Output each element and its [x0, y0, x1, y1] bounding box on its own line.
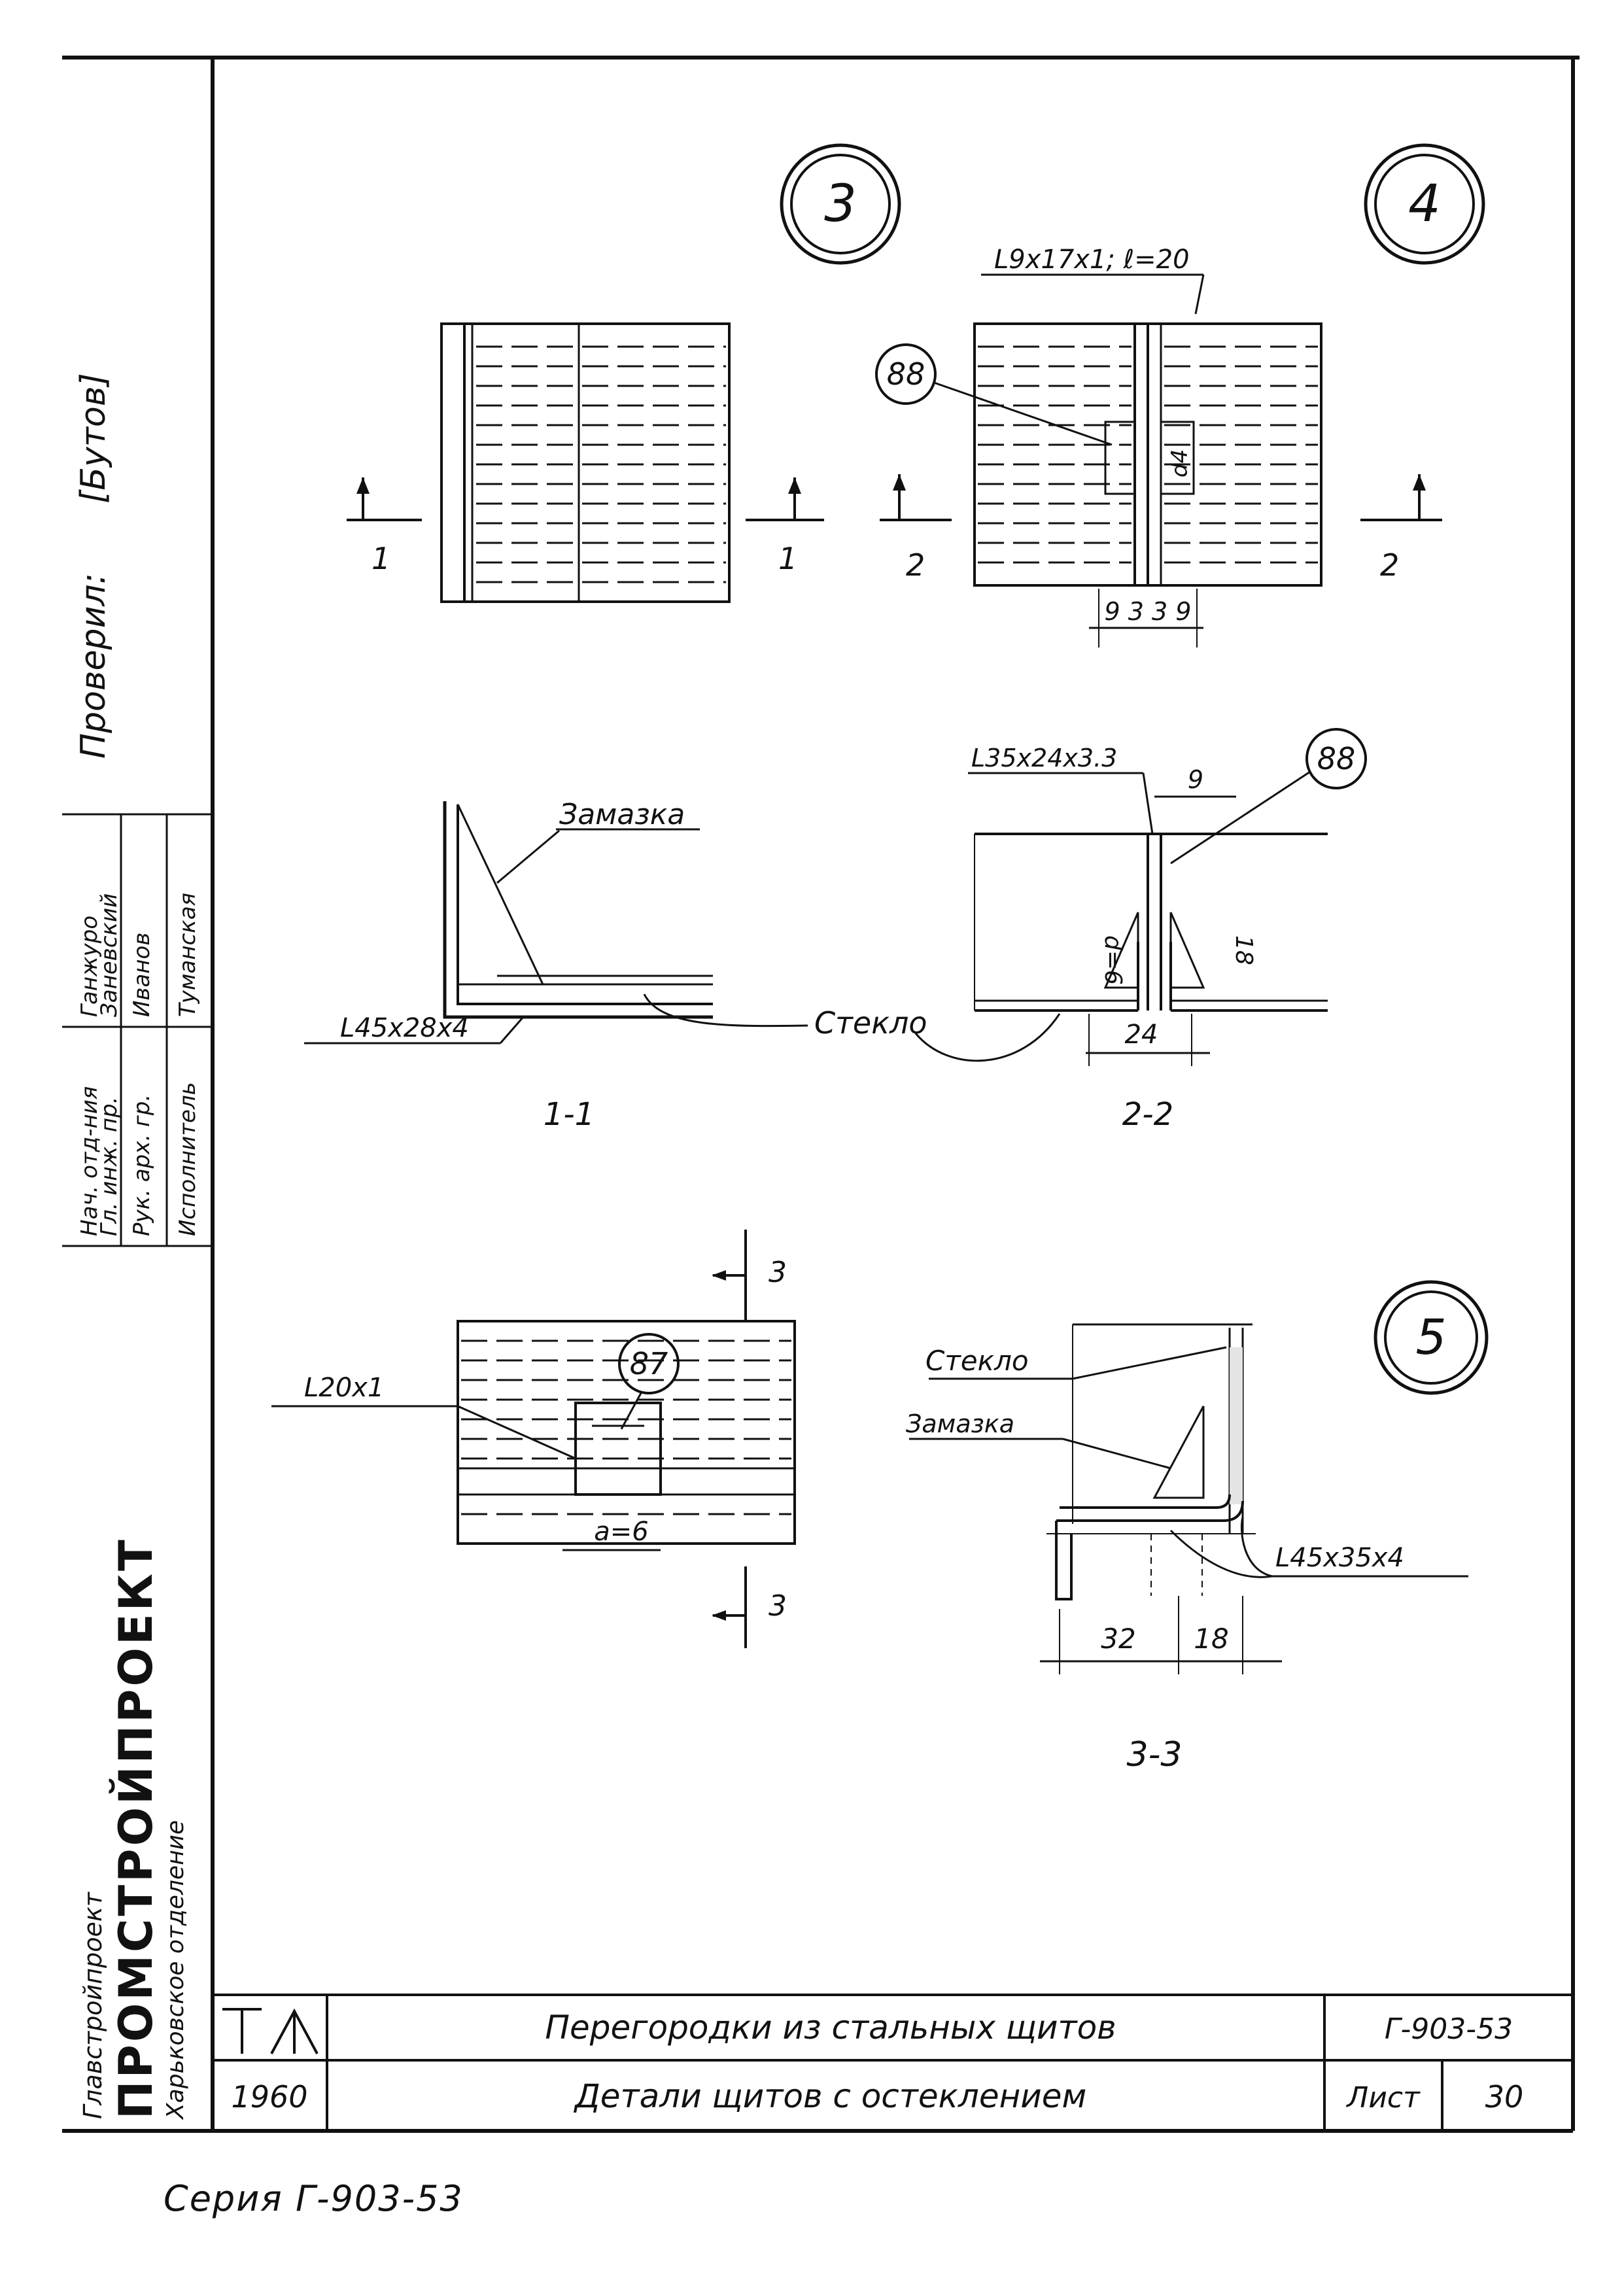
node-5-elevation: 87 L20x1 a=6 [271, 1320, 796, 1551]
svg-text:3: 3 [769, 1589, 787, 1623]
svg-text:3: 3 [824, 175, 857, 233]
label-angle-small: L20x1 [304, 1373, 384, 1403]
staff-name-1: Ганжуро [77, 916, 103, 1017]
svg-text:88: 88 [1317, 741, 1356, 776]
verified-name: [Бутов] [74, 373, 113, 504]
org-line-3: Харьковское отделение [162, 1820, 189, 2120]
label-angle-11: L45x28x4 [340, 1013, 469, 1043]
section-cut-2: 2 2 [880, 474, 1442, 583]
mark-88-mid: 88 [1170, 728, 1367, 865]
section-1-1-title: 1-1 [544, 1096, 595, 1133]
section-cut-3: 3 3 [712, 1230, 787, 1648]
dim-18b: 18 [1194, 1623, 1228, 1655]
series-caption: Серия Г-903-53 [164, 2178, 464, 2219]
drawing-code: Г-903-53 [1385, 2012, 1513, 2046]
label-angle-33: L45x35x4 [1275, 1543, 1404, 1573]
staff-role-2: Гл. инж. пр. [96, 1097, 122, 1236]
dim-18: 18 [1230, 935, 1257, 965]
label-glass-11: Стекло [814, 1005, 927, 1041]
svg-text:2: 2 [1380, 547, 1399, 583]
verification-block: Проверил: [Бутов] [74, 373, 113, 759]
series-logo [222, 2008, 319, 2054]
staff-role-4: Исполнитель [175, 1082, 201, 1236]
dim-9339: 9 3 3 9 [1089, 589, 1203, 648]
dim-d4: d4 [1167, 449, 1193, 477]
dim-9: 9 [1188, 765, 1203, 794]
staff-name-2: Заневский [96, 893, 122, 1017]
label-putty-33: Замазка [906, 1409, 1014, 1438]
svg-text:9 3 3 9: 9 3 3 9 [1105, 597, 1192, 626]
section-2-2-title: 2-2 [1122, 1096, 1173, 1133]
staff-role-1: Нач. отд-ния [77, 1086, 103, 1236]
label-glass-33: Стекло [925, 1345, 1029, 1377]
mark-88-top: 88 [875, 343, 1113, 446]
section-1-1: Замазка L45x28x4 1-1 [304, 798, 713, 1133]
section-3-3-title: 3-3 [1127, 1735, 1183, 1774]
svg-text:1: 1 [778, 541, 797, 576]
staff-name-3: Иванов [129, 933, 155, 1017]
org-line-1: Главстройпроект [78, 1891, 107, 2119]
label-angle-top: L9x17x1; ℓ=20 [994, 245, 1190, 275]
sheet-label: Лист [1345, 2081, 1421, 2115]
svg-text:88: 88 [887, 356, 925, 392]
dim-a6: a=6 [594, 1517, 648, 1547]
svg-text:1: 1 [371, 541, 390, 576]
dim-24: 24 [1125, 1020, 1158, 1050]
dim-d6: d=6 [1099, 935, 1126, 985]
svg-text:87: 87 [630, 1346, 668, 1381]
svg-text:3: 3 [769, 1256, 787, 1289]
title-line-1: Перегородки из стальных щитов [545, 2009, 1116, 2047]
section-3-3: Стекло Замазка L45x35x4 32 18 3-3 [906, 1323, 1468, 1774]
node-3-elevation [440, 322, 731, 603]
dim-32: 32 [1101, 1623, 1135, 1655]
title-line-2: Детали щитов с остеклением [574, 2077, 1087, 2115]
title-block [213, 1994, 1573, 2131]
sheet-number: 30 [1485, 2079, 1524, 2115]
year: 1960 [231, 2079, 307, 2115]
label-putty-11: Замазка [559, 798, 685, 831]
svg-text:5: 5 [1415, 1309, 1446, 1366]
svg-text:4: 4 [1408, 175, 1441, 233]
verified-label: Проверил: [74, 573, 113, 759]
mark-87: 87 [618, 1333, 680, 1430]
label-angle-22: L35x24x3.3 [971, 744, 1117, 772]
left-strip-lines [62, 813, 213, 1247]
section-2-2: L35x24x3.3 9 88 d=6 18 24 Стекло 2-2 [643, 728, 1367, 1133]
sheet-frame [62, 56, 1580, 2133]
organization-block: Главстройпроект ПРОМСТРОЙПРОЕКТ Харьковс… [78, 1537, 189, 2120]
node-4-elevation: d4 [973, 273, 1322, 587]
node-3-marker: 3 [780, 143, 901, 265]
section-cut-1: 1 1 [347, 477, 824, 576]
node-4-marker: 4 [1364, 143, 1485, 265]
staff-block: Нач. отд-ния Гл. инж. пр. Рук. арх. гр. … [77, 893, 201, 1236]
svg-text:2: 2 [906, 547, 925, 583]
org-name: ПРОМСТРОЙПРОЕКТ [109, 1537, 163, 2119]
staff-name-4: Туманская [175, 893, 201, 1017]
staff-role-3: Рук. арх. гр. [129, 1094, 155, 1236]
node-5-marker: 5 [1373, 1280, 1489, 1395]
